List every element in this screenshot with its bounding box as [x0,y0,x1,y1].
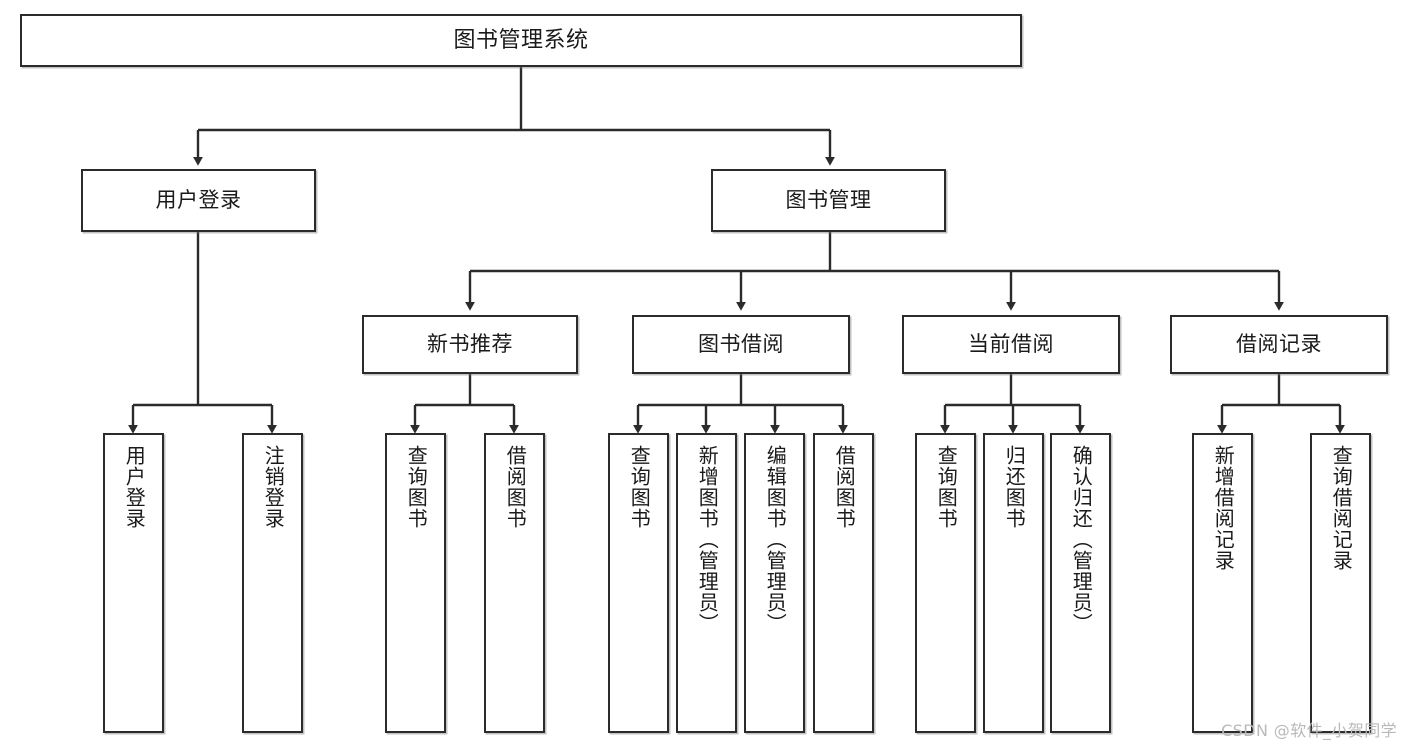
node-new-book-recommendation[interactable]: 新书推荐 [362,315,578,374]
node-leaf-current-confirm-return-admin[interactable]: 确认归还（管理员） [1050,433,1111,733]
node-leaf-new-book-borrow[interactable]: 借阅图书 [484,433,545,733]
node-user-login[interactable]: 用户登录 [81,169,316,232]
node-label: 图书借阅 [698,332,784,357]
node-leaf-current-return-book[interactable]: 归还图书 [983,433,1044,733]
node-book-borrowing[interactable]: 图书借阅 [632,315,850,374]
node-root-book-management-system[interactable]: 图书管理系统 [20,14,1022,67]
node-leaf-borrow-borrow-book[interactable]: 借阅图书 [813,433,874,733]
node-label: 借阅图书 [832,445,857,529]
node-leaf-user-login-signin[interactable]: 用户登录 [103,433,164,733]
node-leaf-record-add-record[interactable]: 新增借阅记录 [1192,433,1253,733]
node-leaf-current-query-book[interactable]: 查询图书 [915,433,976,733]
node-borrowing-record[interactable]: 借阅记录 [1170,315,1388,374]
node-label: 确认归还（管理员） [1069,445,1094,634]
node-leaf-record-query-record[interactable]: 查询借阅记录 [1310,433,1371,733]
node-label: 查询图书 [627,445,652,529]
node-label: 用户登录 [122,445,147,529]
node-label: 借阅记录 [1236,332,1322,357]
node-book-management[interactable]: 图书管理 [711,169,946,232]
node-label: 用户登录 [155,188,242,213]
node-label: 查询图书 [934,445,959,529]
node-leaf-borrow-edit-book-admin[interactable]: 编辑图书（管理员） [744,433,805,733]
node-label: 归还图书 [1002,445,1027,529]
node-leaf-new-book-query[interactable]: 查询图书 [385,433,446,733]
node-label: 当前借阅 [968,332,1054,357]
node-label: 新增借阅记录 [1211,445,1236,571]
node-label: 查询借阅记录 [1329,445,1354,571]
node-label: 新增图书（管理员） [695,445,720,634]
watermark-text: CSDN @软件_小贺同学 [1221,721,1397,740]
node-leaf-borrow-add-book-admin[interactable]: 新增图书（管理员） [676,433,737,733]
node-current-borrowing[interactable]: 当前借阅 [902,315,1120,374]
node-label: 编辑图书（管理员） [763,445,788,634]
node-label: 查询图书 [404,445,429,529]
node-label: 新书推荐 [427,332,513,357]
node-label: 借阅图书 [503,445,528,529]
node-leaf-user-login-signout[interactable]: 注销登录 [242,433,303,733]
node-label: 图书管理 [785,188,872,213]
node-leaf-borrow-query-book[interactable]: 查询图书 [608,433,669,733]
node-label: 注销登录 [261,445,286,529]
node-label: 图书管理系统 [453,27,589,53]
